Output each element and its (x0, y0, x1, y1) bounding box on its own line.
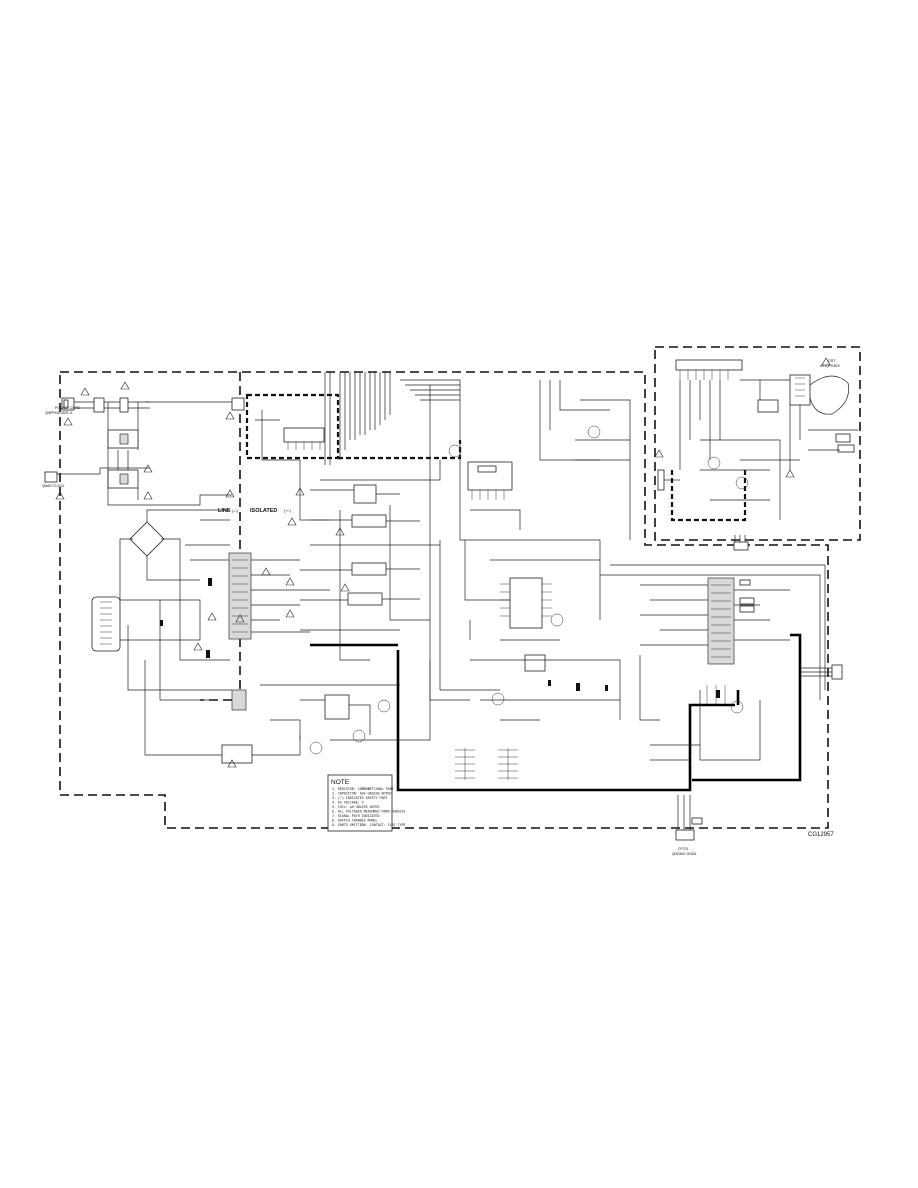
crt-label: CRT (828, 359, 836, 363)
doc-code: CG12957 (808, 832, 834, 838)
heavy-traces (310, 633, 802, 792)
note-line: 10. CONTACT: FLAT TYPE (362, 823, 406, 827)
bottom-connector-label: CP701 (678, 847, 688, 851)
line-mark: (-/-) (232, 509, 239, 513)
bottom-connector (675, 795, 703, 841)
note-line: *: OPTIONAL PART (362, 787, 394, 791)
crt-board-outline (654, 346, 861, 541)
psu-primary (91, 509, 330, 768)
crt-part: A41QPG50X (820, 364, 840, 368)
deflection-section (231, 372, 460, 755)
power-cord-part: QMPP045-180R-JL (45, 411, 73, 415)
labels: POWER CORD QMPP045-180R-JL QMA0772-002L … (42, 359, 840, 856)
mini-tables (455, 748, 518, 780)
note-line: 4. DC VOLTAGE: V (332, 801, 364, 805)
note-line: 8. SUFFIX CHANGES MODEL (332, 819, 378, 823)
note-line: 2. CAPACITOR: 50V UNLESS NOTED (332, 792, 391, 796)
main-board-outline (59, 371, 829, 829)
signal-section (429, 380, 631, 721)
crt-board (654, 357, 858, 551)
note-title: NOTE (331, 779, 350, 786)
hv-region-outline (245, 393, 340, 460)
note-line: 1. RESISTOR: CARBON (332, 787, 370, 791)
hv-bus-outline (338, 440, 462, 460)
note-line: 5. COIL: μH UNLESS NOTED (332, 805, 380, 809)
degauss-part: QMA0772-002L (42, 484, 65, 488)
note-line: 6. ALL VOLTAGES MEASURED FROM CHASSIS (332, 810, 405, 814)
power-cord-label: POWER CORD (55, 406, 81, 410)
note-box (327, 774, 393, 832)
note-line: 3. (*) INDICATES SAFETY PART (332, 796, 387, 800)
power-input-section (44, 381, 235, 506)
isolated-label: ISOLATED (250, 508, 277, 514)
isolated-mark: (+/-) (284, 509, 292, 513)
note-line: 7. SIGNAL PATH INDICATED (332, 814, 380, 818)
line-label: LINE (218, 508, 231, 514)
mcu-section (600, 564, 843, 761)
bottom-connector-part: QNZ0547-001ML (672, 852, 697, 856)
note-line: 9. PARTS OMITTED (332, 823, 364, 827)
